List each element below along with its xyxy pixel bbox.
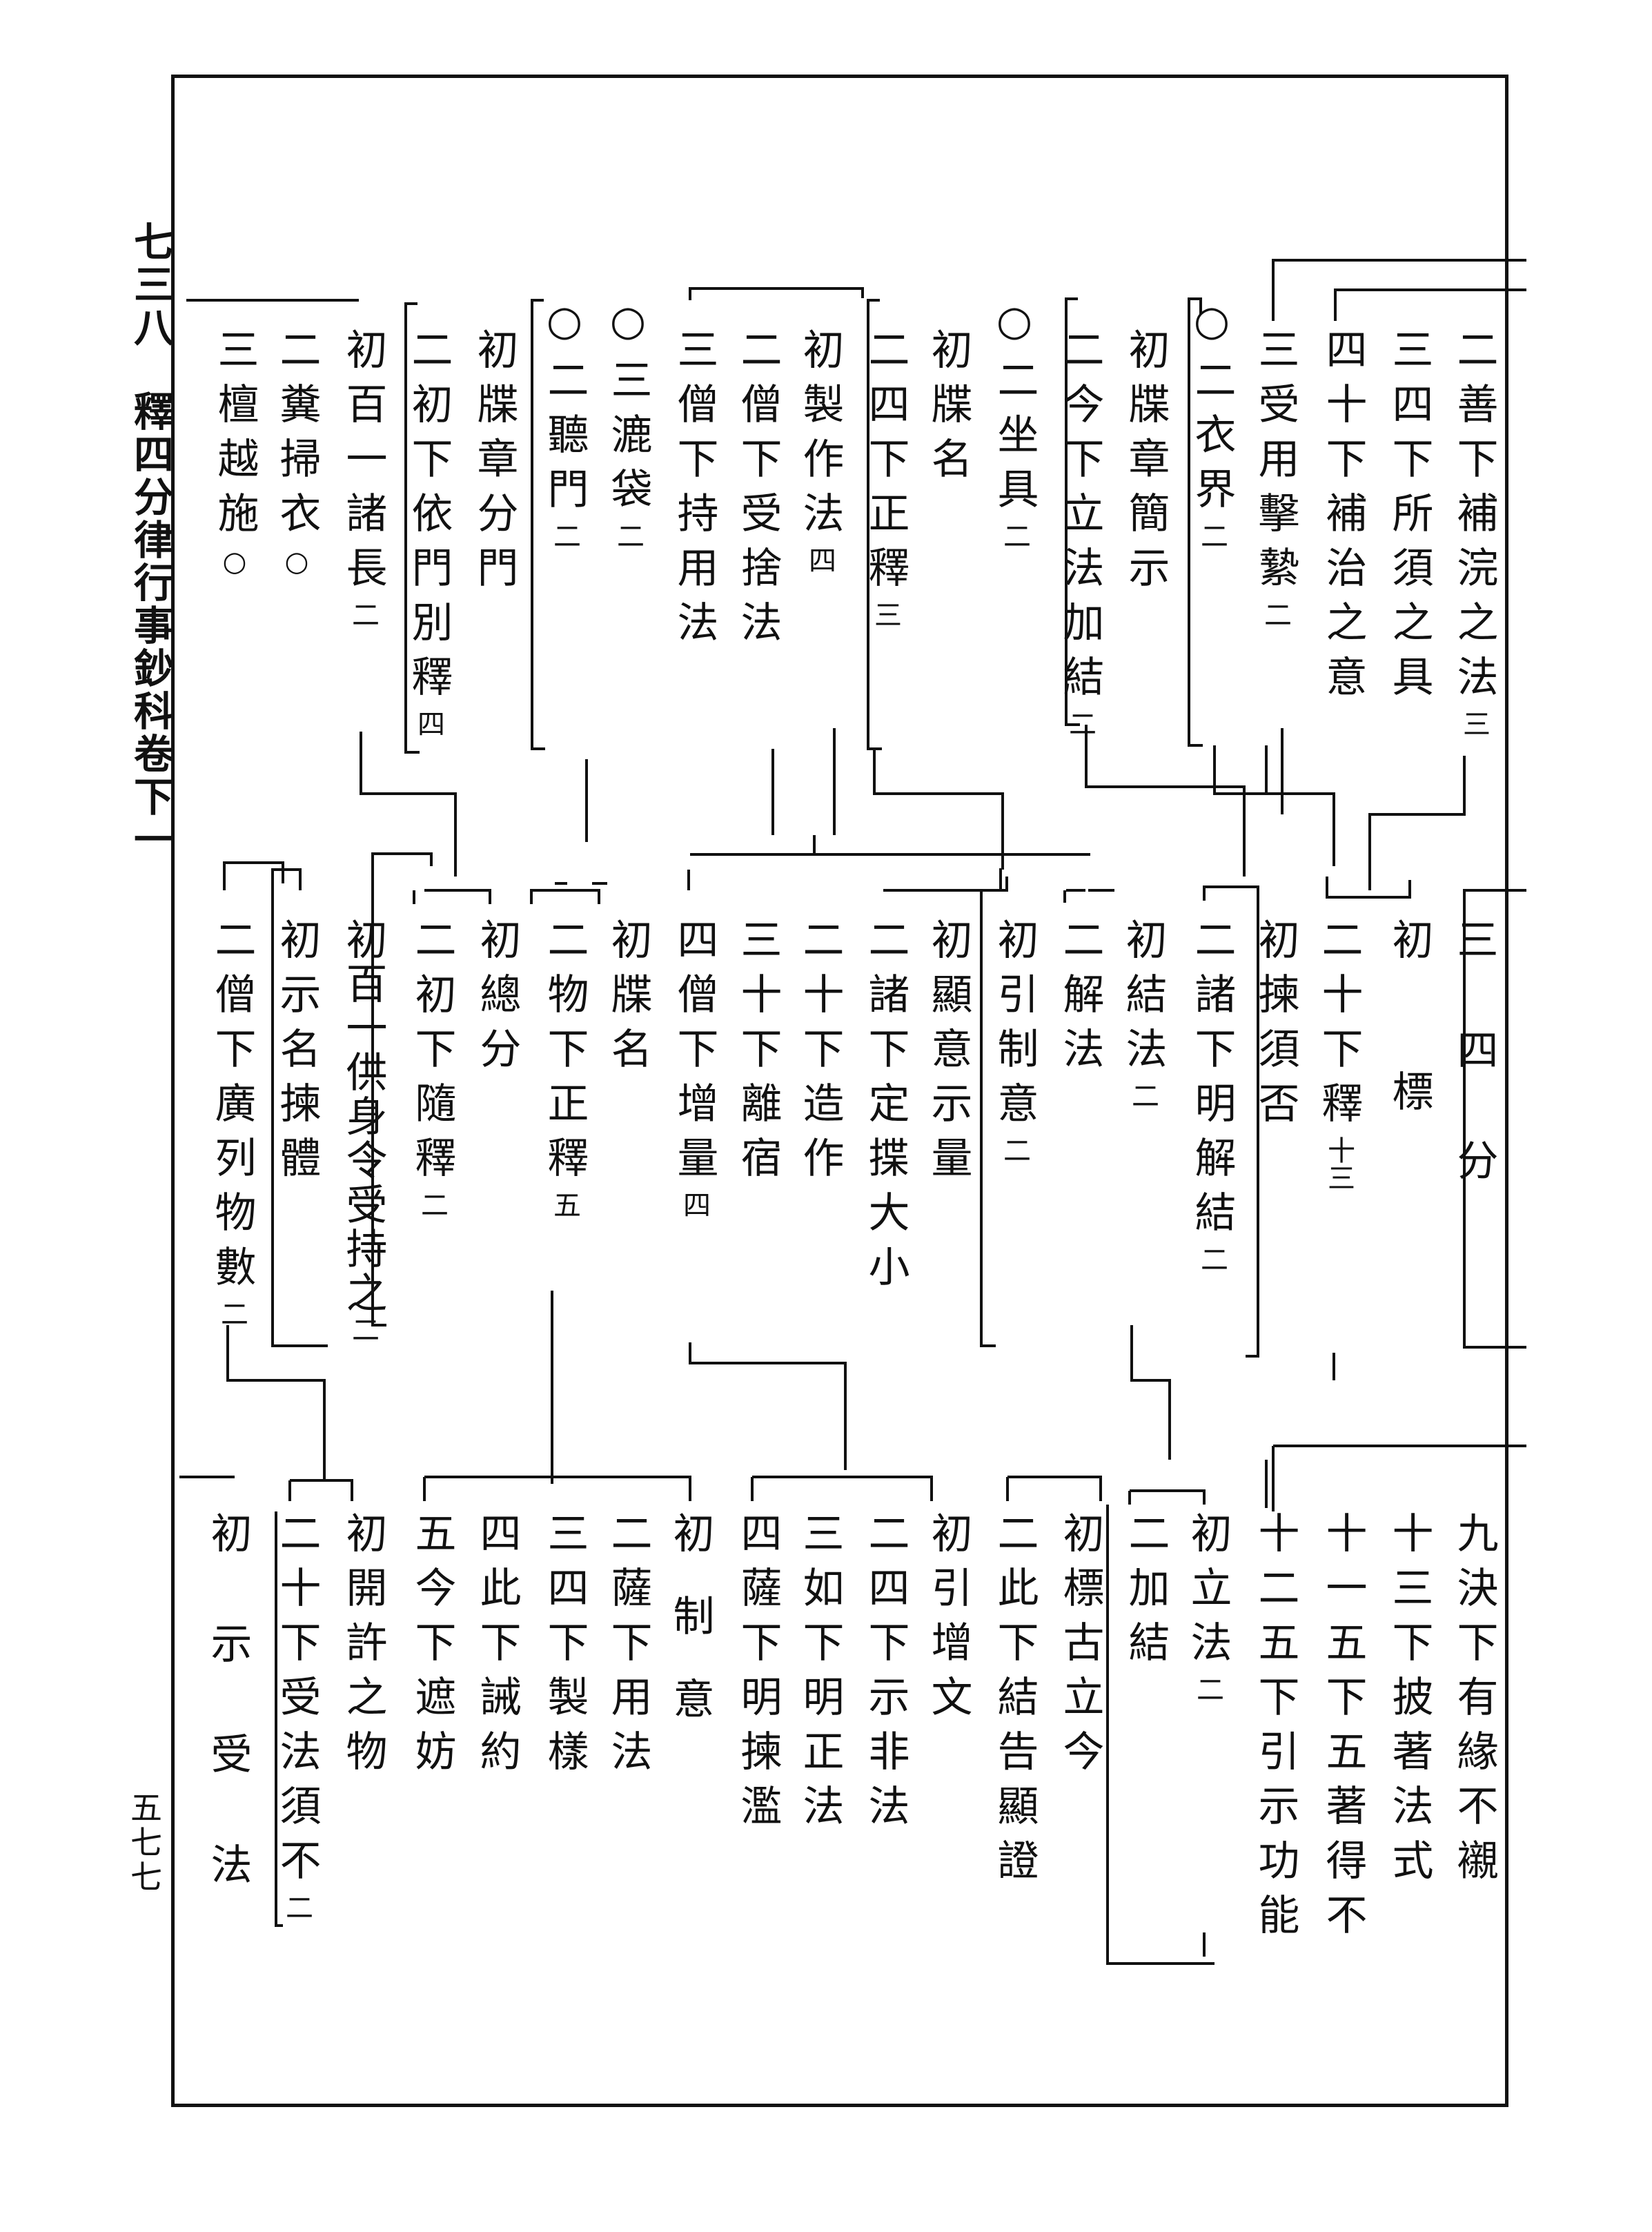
outline-item: 初結法二 xyxy=(1119,918,1167,1109)
outline-item: 初牒名 xyxy=(924,328,972,491)
outline-item: 初百一諸長二 xyxy=(339,328,387,628)
outline-item: 十三下披著法式 xyxy=(1385,1511,1433,1893)
outline-item: 初示受法 xyxy=(204,1511,252,1953)
outline-item: 二善下補浣之法三 xyxy=(1450,328,1498,737)
outline-item: 三如下明正法 xyxy=(796,1511,844,1839)
outline-item: 二四下正釋三 xyxy=(861,328,909,628)
outline-item: 二今下立法加結二 xyxy=(1056,328,1104,737)
outline-item: 三四分 xyxy=(1450,918,1498,1249)
outline-item: 初製作法四 xyxy=(796,328,844,574)
outline-item: 二加結 xyxy=(1121,1511,1170,1675)
margin-page-label: 七三八 xyxy=(127,221,174,349)
outline-item: 三檀越施○ xyxy=(210,328,259,578)
outline-item: 初牒名 xyxy=(604,918,652,1081)
outline-item: 二諸下明解結二 xyxy=(1188,918,1236,1273)
outline-item: 初立法二 xyxy=(1183,1511,1232,1703)
book-title: 釋四分律行事鈔科卷下一 xyxy=(127,391,174,861)
outline-item: 三四下所須之具 xyxy=(1385,328,1433,709)
outline-item: 十二五下引示功能 xyxy=(1251,1511,1299,1948)
outline-item: 初制意 xyxy=(666,1511,714,1760)
outline-item: 二此下結告顯證 xyxy=(990,1511,1039,1893)
running-header: 七三八釋四分律行事鈔科卷下一 xyxy=(121,221,179,861)
outline-item: 初顯意示量 xyxy=(924,918,972,1191)
outline-item: 二初下隨釋二 xyxy=(408,918,456,1218)
outline-item: 二解法 xyxy=(1056,918,1104,1081)
outline-item: 初標 xyxy=(1385,918,1433,1222)
outline-item: ○二聽門二 xyxy=(540,297,589,549)
outline-item: 二僧下受捨法 xyxy=(734,328,782,655)
outline-item: 初揀須否 xyxy=(1251,918,1299,1136)
outline-item: 二四下示非法 xyxy=(861,1511,909,1839)
outline-item: 二薩下用法 xyxy=(604,1511,652,1784)
page-frame xyxy=(171,75,1508,2107)
outline-item: 二十下釋十三 xyxy=(1315,918,1363,1191)
outline-item: 二初下依門別釋四 xyxy=(404,328,453,737)
outline-item: ○二衣界二 xyxy=(1188,297,1236,549)
outline-item: 二十下受法須不二 xyxy=(273,1511,321,1921)
outline-item: 二僧下廣列物數二 xyxy=(208,918,256,1327)
outline-item: ○二坐具二 xyxy=(990,297,1039,549)
outline-item: 九決下有緣不襯 xyxy=(1450,1511,1498,1893)
outline-item: 二糞掃衣○ xyxy=(273,328,321,578)
outline-item: 四僧下增量四 xyxy=(670,918,718,1218)
outline-item: 四此下誡約 xyxy=(473,1511,521,1784)
outline-item: ○三漉袋二 xyxy=(604,297,652,549)
outline-item: 十一五下五著得不 xyxy=(1319,1511,1367,1948)
outline-item: 二十下造作 xyxy=(796,918,844,1191)
outline-item: 四十下補治之意 xyxy=(1319,328,1367,709)
page-number: 五七七 xyxy=(126,1791,163,1895)
outline-item: 二物下正釋五 xyxy=(540,918,589,1218)
outline-item: 初示名揀體 xyxy=(273,918,321,1191)
outline-item: 三十下離宿 xyxy=(734,918,782,1191)
outline-item: 初總分 xyxy=(473,918,521,1081)
outline-item: 初百一供身令受持之二 xyxy=(339,918,387,1343)
outline-item: 三僧下持用法 xyxy=(670,328,718,655)
outline-item: 二諸下定揲大小 xyxy=(861,918,909,1300)
outline-item: 三受用擊縶二 xyxy=(1251,328,1299,628)
outline-item: 初牒章簡示 xyxy=(1121,328,1170,600)
outline-item: 初引增文 xyxy=(924,1511,972,1730)
outline-item: 初開許之物 xyxy=(339,1511,387,1784)
outline-item: 四薩下明揀濫 xyxy=(734,1511,782,1839)
outline-item: 三四下製樣 xyxy=(540,1511,589,1784)
outline-item: 初牒章分門 xyxy=(470,328,518,600)
outline-item: 初引制意二 xyxy=(990,918,1039,1164)
outline-item: 初標古立今 xyxy=(1056,1511,1104,1784)
outline-item: 五今下遮妨 xyxy=(408,1511,456,1784)
